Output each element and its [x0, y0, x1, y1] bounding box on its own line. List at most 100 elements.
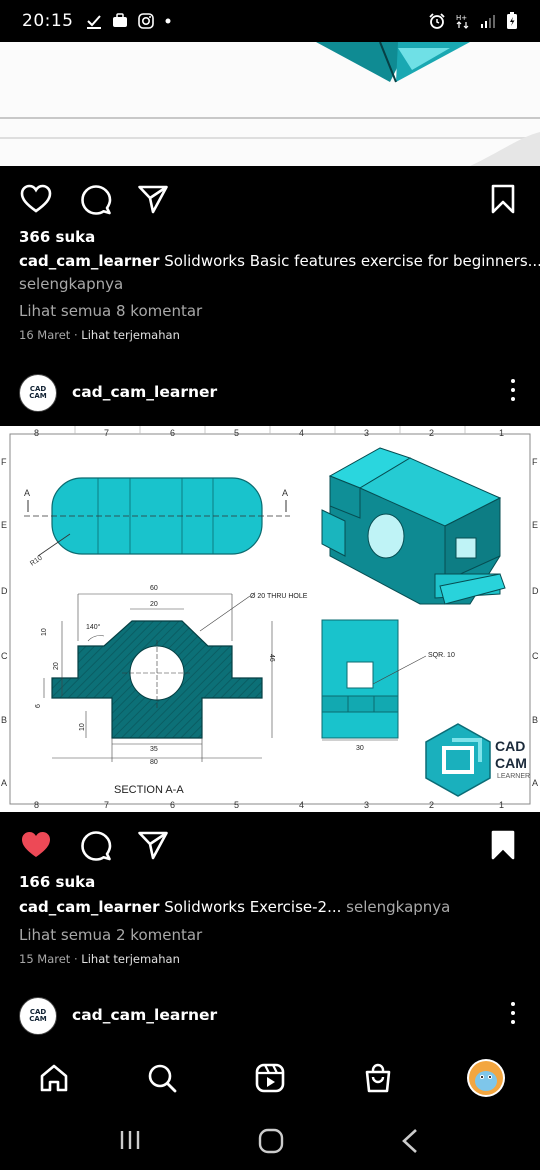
check-download-icon — [86, 15, 101, 29]
nav-home[interactable] — [34, 1058, 74, 1098]
reels-icon — [255, 1063, 285, 1093]
scale-top-2: 2 — [429, 428, 434, 438]
post2-likes[interactable]: 166 suka — [19, 873, 96, 891]
post-image-previous[interactable] — [0, 42, 540, 166]
comment-icon[interactable] — [80, 830, 112, 862]
shop-icon — [365, 1063, 391, 1093]
nav-profile[interactable] — [466, 1058, 506, 1098]
recent-apps-icon[interactable] — [118, 1129, 142, 1151]
section-marker-right: A — [282, 488, 288, 498]
post2-more-options-icon[interactable] — [510, 379, 516, 405]
nav-search[interactable] — [142, 1058, 182, 1098]
post2-view-comments[interactable]: Lihat semua 2 komentar — [19, 926, 203, 944]
scale-left-B: B — [1, 715, 7, 725]
scale-left-F: F — [1, 457, 7, 467]
post1-action-row — [0, 172, 540, 222]
home-button-icon[interactable] — [258, 1128, 284, 1154]
status-time: 20:15 — [22, 11, 74, 31]
back-icon[interactable] — [400, 1128, 420, 1154]
dim-46: 46 — [268, 654, 275, 662]
post1-meta: 16 Maret · Lihat terjemahan — [19, 328, 180, 342]
post1-caption: cad_cam_learner Solidworks Basic feature… — [19, 252, 540, 270]
comment-icon[interactable] — [80, 184, 112, 216]
profile-avatar — [467, 1059, 505, 1097]
section-title: SECTION A-A — [114, 784, 184, 796]
saved-bookmark-icon[interactable] — [490, 830, 516, 860]
post1-translate-link[interactable]: Lihat terjemahan — [81, 328, 180, 342]
avatar-text-line2: CAM — [29, 1015, 47, 1023]
post2-translate-link[interactable]: Lihat terjemahan — [81, 952, 180, 966]
scale-left-E: E — [1, 520, 7, 530]
home-icon — [40, 1064, 68, 1092]
scale-left-C: C — [1, 651, 8, 661]
avatar-text-line2: CAM — [29, 392, 47, 400]
avatar-text-line1: CAD — [29, 385, 47, 393]
scale-bottom-5: 5 — [234, 800, 239, 810]
network-hplus-icon: H+ — [456, 14, 469, 29]
post1-likes[interactable]: 366 suka — [19, 228, 96, 246]
logo-line2: CAM — [495, 755, 527, 771]
nav-shop[interactable] — [358, 1058, 398, 1098]
post3-username[interactable]: cad_cam_learner — [72, 1006, 218, 1024]
post1-date: 16 Maret — [19, 328, 71, 342]
scale-right-D: D — [532, 586, 539, 596]
svg-text:H+: H+ — [456, 14, 467, 22]
post2-caption-username[interactable]: cad_cam_learner — [19, 898, 160, 916]
dim-80: 80 — [150, 759, 158, 766]
post2-more-link[interactable]: selengkapnya — [346, 898, 451, 916]
dot-icon — [165, 18, 170, 24]
like-heart-icon[interactable] — [20, 184, 52, 214]
nav-reels[interactable] — [250, 1058, 290, 1098]
post2-image-cad-drawing[interactable]: 8 7 6 5 4 3 2 1 8 7 6 5 4 3 2 1 F E D C … — [0, 426, 540, 812]
dim-6: 6 — [35, 704, 42, 708]
save-bookmark-icon[interactable] — [490, 184, 516, 214]
dim-60: 60 — [150, 585, 158, 592]
sqr-label: SQR. 10 — [428, 652, 455, 659]
post3-header: CAD CAM cad_cam_learner — [0, 989, 540, 1043]
avatar-text-line1: CAD — [29, 1008, 47, 1016]
post2-avatar[interactable]: CAD CAM — [19, 374, 57, 412]
dim-10-left: 10 — [41, 628, 48, 636]
scale-top-3: 3 — [364, 428, 369, 438]
scale-bottom-2: 2 — [429, 800, 434, 810]
post2-caption-text: Solidworks Exercise-2... — [164, 898, 342, 916]
post1-more-link[interactable]: selengkapnya — [19, 275, 124, 293]
scale-top-7: 7 — [104, 428, 109, 438]
alarm-icon — [429, 13, 445, 29]
post3-avatar[interactable]: CAD CAM — [19, 997, 57, 1035]
post2-action-row — [0, 818, 540, 868]
angle-label: 140° — [86, 623, 101, 631]
post2-username[interactable]: cad_cam_learner — [72, 383, 218, 401]
battery-icon — [507, 12, 517, 29]
share-icon[interactable] — [137, 184, 169, 214]
dim-30: 30 — [356, 745, 364, 752]
system-nav-bar — [0, 1110, 540, 1170]
search-icon — [148, 1064, 177, 1093]
scale-bottom-3: 3 — [364, 800, 369, 810]
post1-caption-username[interactable]: cad_cam_learner — [19, 252, 160, 270]
scale-right-B: B — [532, 715, 538, 725]
like-heart-filled-icon[interactable] — [20, 830, 52, 860]
scale-top-6: 6 — [170, 428, 175, 438]
signal-icon — [481, 15, 495, 28]
dim-20-left: 20 — [53, 662, 60, 670]
scale-bottom-4: 4 — [299, 800, 304, 810]
scale-top-8: 8 — [34, 428, 39, 438]
bottom-nav — [0, 1044, 540, 1110]
scale-left-A: A — [1, 778, 7, 788]
logo-line3: LEARNER — [497, 773, 530, 780]
hole-label: Ø 20 THRU HOLE — [250, 593, 308, 600]
scale-right-C: C — [532, 651, 539, 661]
post3-more-options-icon[interactable] — [510, 1002, 516, 1028]
post1-view-comments[interactable]: Lihat semua 8 komentar — [19, 302, 203, 320]
logo-line1: CAD — [495, 738, 525, 754]
scale-right-E: E — [532, 520, 538, 530]
status-bar: 20:15 H+ — [0, 0, 540, 42]
dim-35: 35 — [150, 746, 158, 753]
cad-cam-learner-logo: CAD CAM LEARNER — [425, 723, 530, 797]
scale-bottom-6: 6 — [170, 800, 175, 810]
post2-caption: cad_cam_learner Solidworks Exercise-2...… — [19, 898, 450, 916]
dim-20-top: 20 — [150, 601, 158, 608]
share-icon[interactable] — [137, 830, 169, 860]
scale-top-5: 5 — [234, 428, 239, 438]
